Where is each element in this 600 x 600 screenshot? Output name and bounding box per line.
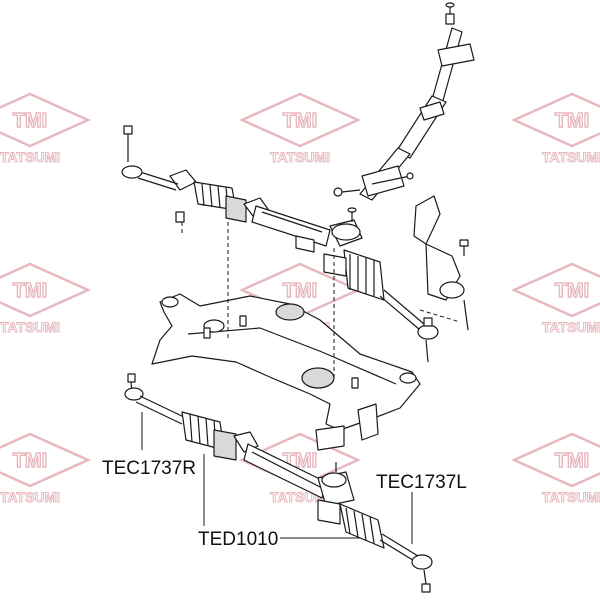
watermark-right-2: TMI TATSUMI [510,262,600,336]
watermark-brand-text: TATSUMI [542,149,600,165]
upper-assembly [121,2,475,451]
steering-rack-top [121,125,439,363]
steering-column [333,2,475,201]
watermark-right-3: TMI TATSUMI [510,432,600,506]
watermark-logo-text: TMI [283,110,317,132]
tie-rod-end-left-part [379,533,433,593]
watermark-logo-text: TMI [13,280,47,302]
watermark-right-1: TMI TATSUMI [510,92,600,166]
watermark-logo-text: TMI [555,110,589,132]
watermark-brand-text: TATSUMI [542,489,600,505]
subframe [151,293,421,451]
watermark-logo-text: TMI [13,110,47,132]
callout-label-ted1010: TED1010 [198,529,278,550]
watermark-left-2: TMI TATSUMI [0,262,92,336]
watermark-center-1: TMI TATSUMI [238,92,362,166]
watermark-left-3: TMI TATSUMI [0,432,92,506]
guide-lines [181,222,461,380]
tie-rod-end-right-part [124,373,187,425]
watermark-brand-text: TATSUMI [0,489,60,505]
watermark-logo-text: TMI [555,280,589,302]
pinion-housing [329,207,363,247]
lower-assembly [124,373,433,593]
steering-rack-part [181,411,385,549]
callout-label-tec1737r: TEC1737R [102,458,196,479]
watermark-logo-text: TMI [283,280,317,302]
watermark-brand-text: TATSUMI [0,319,60,335]
watermark-logo-text: TMI [13,450,47,472]
watermark-layer: TMI TATSUMI TMI TATSUMI TMI TATSUMI TMI … [0,92,600,506]
watermark-brand-text: TATSUMI [0,149,60,165]
watermark-left-1: TMI TATSUMI [0,92,92,166]
watermark-brand-text: TATSUMI [542,319,600,335]
callout-label-tec1737l: TEC1737L [376,472,467,493]
watermark-brand-text: TATSUMI [270,149,330,165]
watermark-logo-text: TMI [555,450,589,472]
callout-leaders [141,412,413,544]
steering-knuckle [413,195,469,331]
